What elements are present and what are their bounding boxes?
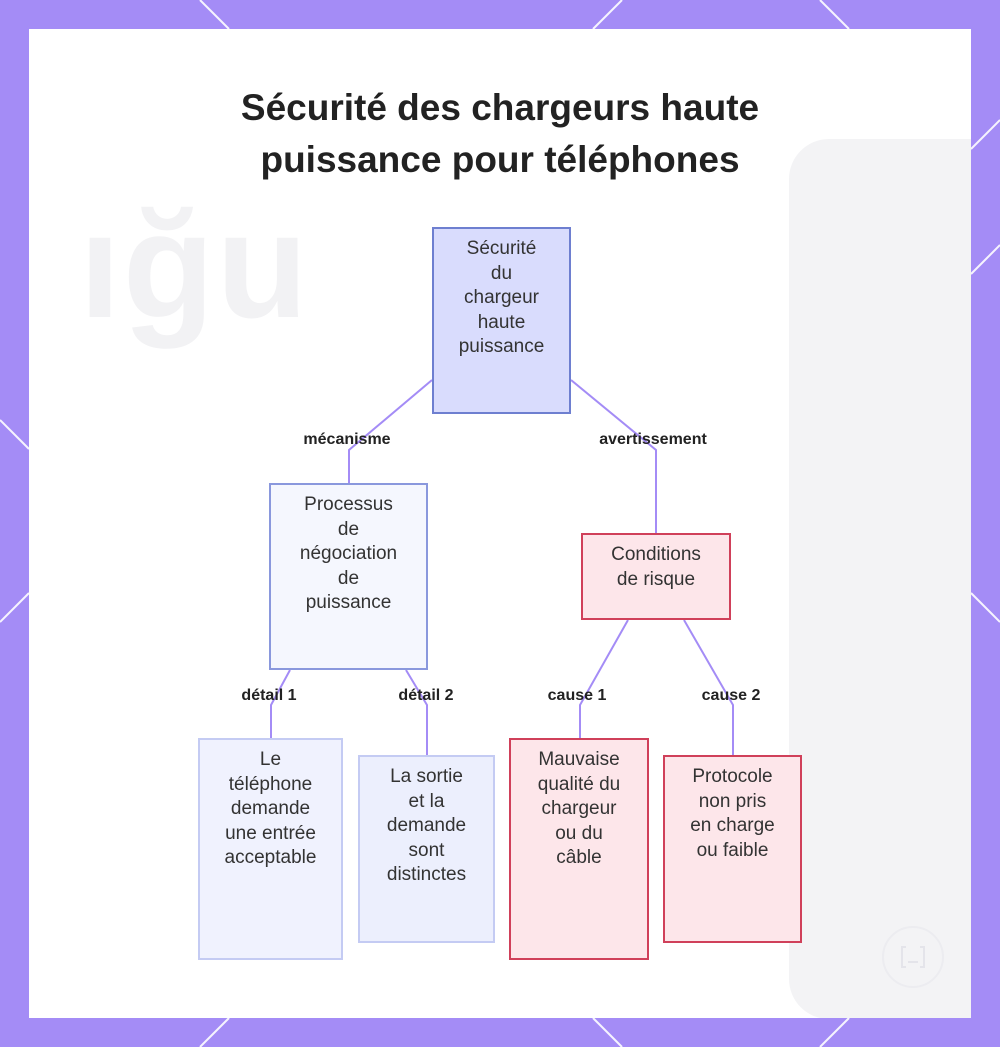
edge-label-cause-2: cause 2 — [701, 687, 761, 704]
node-phone-requests-input: Le téléphone demande une entrée acceptab… — [198, 738, 343, 960]
node-unsupported-protocol: Protocole non pris en charge ou faible — [663, 755, 802, 943]
edge-label-detail-1: détail 1 — [241, 687, 297, 704]
node-text-line: de — [337, 567, 360, 589]
title-line-2: puissance pour téléphones — [260, 139, 740, 180]
node-text-line: et la — [408, 790, 445, 812]
node-negotiation-process: Processus de négociation de puissance — [269, 483, 428, 670]
node-text-line: chargeur — [464, 287, 539, 308]
edge-root-conditions — [570, 379, 657, 533]
node-text-line: de risque — [616, 568, 696, 590]
node-text-line: distinctes — [386, 864, 467, 885]
node-text-line: ou du — [555, 822, 603, 844]
node-text-line: haute — [477, 311, 526, 333]
node-charger-safety: Sécurité du chargeur haute puissance — [432, 227, 571, 414]
node-text-line: câble — [556, 847, 602, 868]
node-text-line: négociation — [299, 543, 398, 564]
node-text-line: en charge — [690, 815, 775, 836]
node-text-line: sont — [408, 839, 445, 861]
node-text-line: téléphone — [228, 773, 313, 795]
node-risk-conditions: Conditions de risque — [581, 533, 731, 620]
node-text-line: demande — [386, 815, 467, 836]
edge-label-warning: avertissement — [599, 431, 707, 448]
node-text-line: ou faible — [696, 839, 769, 861]
edge-conditions-protocol — [683, 619, 734, 755]
node-poor-quality-charger: Mauvaise qualité du chargeur ou du câble — [509, 738, 649, 960]
node-text-line: Mauvaise — [538, 749, 620, 770]
edge-conditions-quality — [579, 619, 629, 738]
node-text-line: chargeur — [541, 798, 617, 819]
node-text-line: du — [490, 262, 513, 284]
background-watermark-text: ığu — [79, 181, 310, 349]
edge-process-output — [405, 669, 428, 755]
node-text-line: demande — [230, 798, 311, 819]
node-text-line: puissance — [458, 336, 545, 357]
node-text-line: Processus — [304, 494, 393, 515]
node-text-line: Le — [259, 749, 282, 770]
edge-process-phone — [270, 669, 291, 738]
edge-label-cause-1: cause 1 — [547, 687, 607, 704]
edge-label-detail-2: détail 2 — [398, 687, 454, 704]
bracket-logo-icon — [882, 926, 944, 988]
edge-root-process — [348, 379, 433, 483]
edge-label-mechanism: mécanisme — [303, 431, 391, 448]
node-text-line: Sécurité — [466, 238, 537, 259]
node-text-line: La sortie — [390, 766, 463, 787]
node-text-line: Conditions — [611, 544, 701, 565]
page-title: Sécurité des chargeurs haute puissance p… — [0, 82, 1000, 186]
node-text-line: acceptable — [224, 847, 317, 868]
node-text-line: puissance — [305, 592, 392, 613]
node-text-line: qualité du — [537, 773, 621, 795]
node-text-line: une entrée — [225, 822, 316, 844]
title-line-1: Sécurité des chargeurs haute — [240, 87, 760, 128]
node-text-line: de — [337, 518, 360, 540]
node-output-vs-demand: La sortie et la demande sont distinctes — [358, 755, 495, 943]
node-text-line: Protocole — [692, 766, 773, 787]
content-card: ığu — [29, 29, 971, 1018]
node-text-line: non pris — [698, 790, 767, 812]
background-device-shape — [789, 139, 971, 1018]
